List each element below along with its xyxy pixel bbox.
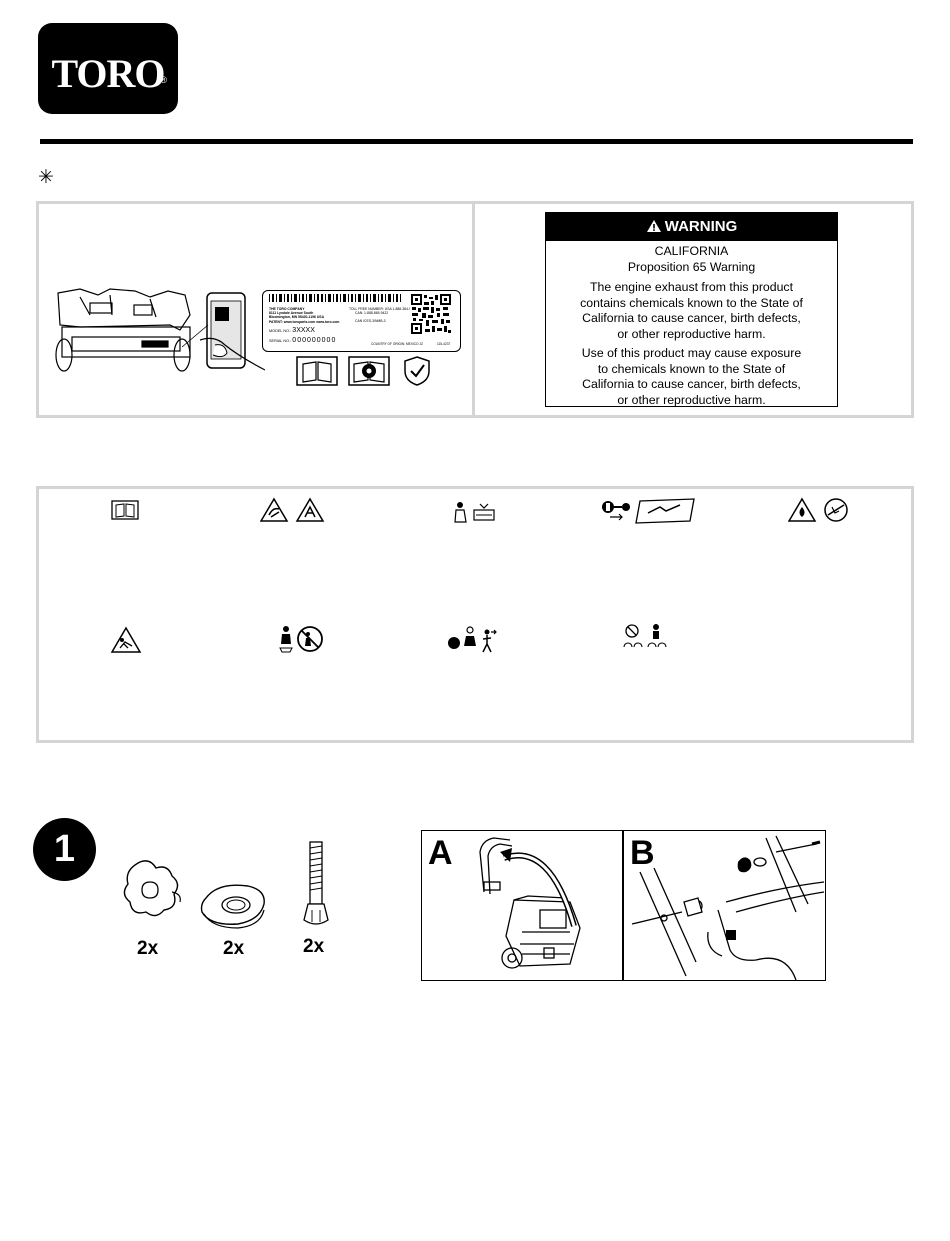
remove-key-read-manual-icons bbox=[602, 498, 695, 524]
safety-symbols-frame bbox=[36, 486, 914, 743]
keep-children-away-icons bbox=[279, 626, 323, 653]
warning-heading: WARNING bbox=[664, 218, 738, 235]
panel-b-label: B bbox=[630, 834, 655, 872]
warning-header: WARNING bbox=[546, 213, 837, 241]
label-model-serial: MODEL NO.: 3XXXX SERIAL NO.: 000000000 bbox=[269, 326, 336, 346]
frame-divider bbox=[472, 201, 475, 418]
product-serial-label: THE TORO COMPANY 8111 Lyndale Avenue Sou… bbox=[262, 290, 461, 352]
label-can-code: CAN ICES-3/NMB-3 bbox=[355, 319, 386, 324]
attach-handle-illustration bbox=[631, 835, 824, 980]
warning-p1-line: or other reproductive harm. bbox=[617, 326, 766, 341]
panel-a-label: A bbox=[428, 834, 453, 872]
logo-text: TORO bbox=[51, 51, 165, 96]
warning-state: CALIFORNIA bbox=[654, 244, 729, 258]
washer-quantity: 2x bbox=[223, 938, 245, 959]
model-label: MODEL NO.: bbox=[269, 329, 292, 333]
label-patent: PATENT: www.toroparts.com www.toro.com bbox=[269, 319, 340, 324]
label-part-no: 115-4237 bbox=[437, 342, 451, 346]
serial-label: SERIAL NO.: bbox=[269, 339, 292, 343]
raise-handle-illustration bbox=[479, 837, 581, 969]
warranty-shield-icon bbox=[404, 356, 430, 386]
service-manual-icon bbox=[348, 356, 390, 386]
asterisk-icon: ✳ bbox=[38, 167, 54, 188]
curved-washer-icon bbox=[200, 884, 265, 929]
label-company-block: THE TORO COMPANY 8111 Lyndale Avenue Sou… bbox=[269, 307, 339, 324]
label-company: THE TORO COMPANY bbox=[269, 307, 305, 311]
operator-auger-icons bbox=[454, 502, 495, 523]
prop65-warning-label: WARNING CALIFORNIA Proposition 65 Warnin… bbox=[545, 212, 838, 407]
figure-divider bbox=[622, 830, 624, 981]
qr-code-icon bbox=[410, 293, 452, 335]
barcode-icon bbox=[269, 294, 401, 302]
warning-p1-line: California to cause cancer, birth defect… bbox=[582, 311, 801, 325]
label-info-frame bbox=[36, 201, 914, 418]
star-knob-icon bbox=[123, 860, 181, 917]
warning-p2-line: to chemicals known to the State of bbox=[597, 361, 786, 376]
warning-p1-line: The engine exhaust from this product bbox=[589, 280, 793, 294]
registered-mark: ® bbox=[160, 75, 167, 85]
rotating-parts-icons bbox=[623, 624, 667, 648]
warning-triangle-icon bbox=[646, 220, 661, 232]
hand-cut-hazard-icons bbox=[260, 497, 325, 522]
read-manual-icon bbox=[111, 500, 139, 520]
snowblower-label-illustration bbox=[55, 288, 265, 372]
header-rule bbox=[40, 139, 913, 144]
label-phone-block: TOLL FREE NUMBER: USA 1-888-384-9939 CAN… bbox=[349, 307, 417, 324]
label-address-1: 8111 Lyndale Avenue South bbox=[269, 311, 314, 316]
label-toll-free: TOLL FREE NUMBER: USA 1-888-384-9939 bbox=[349, 307, 417, 311]
bolt-quantity: 2x bbox=[303, 936, 325, 957]
warning-p2-line: or other reproductive harm. bbox=[617, 392, 766, 407]
thrown-object-hazard-icon bbox=[110, 626, 142, 653]
fire-hazard-icons bbox=[788, 497, 848, 522]
serial-value: 000000000 bbox=[292, 337, 337, 344]
warning-p1-line: contains chemicals known to the State of bbox=[580, 295, 803, 310]
warning-prop65: Proposition 65 Warning bbox=[627, 259, 756, 274]
assembly-figure bbox=[421, 830, 826, 981]
label-address-2: Bloomington, MN 55420-1196 USA bbox=[269, 315, 325, 320]
warning-p2-line: Use of this product may cause exposure bbox=[581, 346, 802, 360]
model-value: 3XXXX bbox=[292, 327, 315, 334]
stop-engine-leave-icons bbox=[448, 626, 497, 653]
step-number-badge: 1 bbox=[33, 818, 96, 881]
knob-quantity: 2x bbox=[137, 938, 159, 959]
toro-logo: TORO ® bbox=[38, 23, 178, 114]
warning-paragraph-1: The engine exhaust from this product con… bbox=[546, 280, 837, 342]
warning-p2-line: California to cause cancer, birth defect… bbox=[582, 377, 801, 391]
carriage-bolt-icon bbox=[303, 841, 329, 925]
warning-paragraph-2: Use of this product may cause exposure t… bbox=[546, 346, 837, 408]
label-origin: COUNTRY OF ORIGIN: MEXICO JZ bbox=[371, 342, 423, 346]
label-can-phone: CAN: 1-888-865-9422 bbox=[355, 311, 389, 316]
book-manual-icon bbox=[296, 356, 338, 386]
